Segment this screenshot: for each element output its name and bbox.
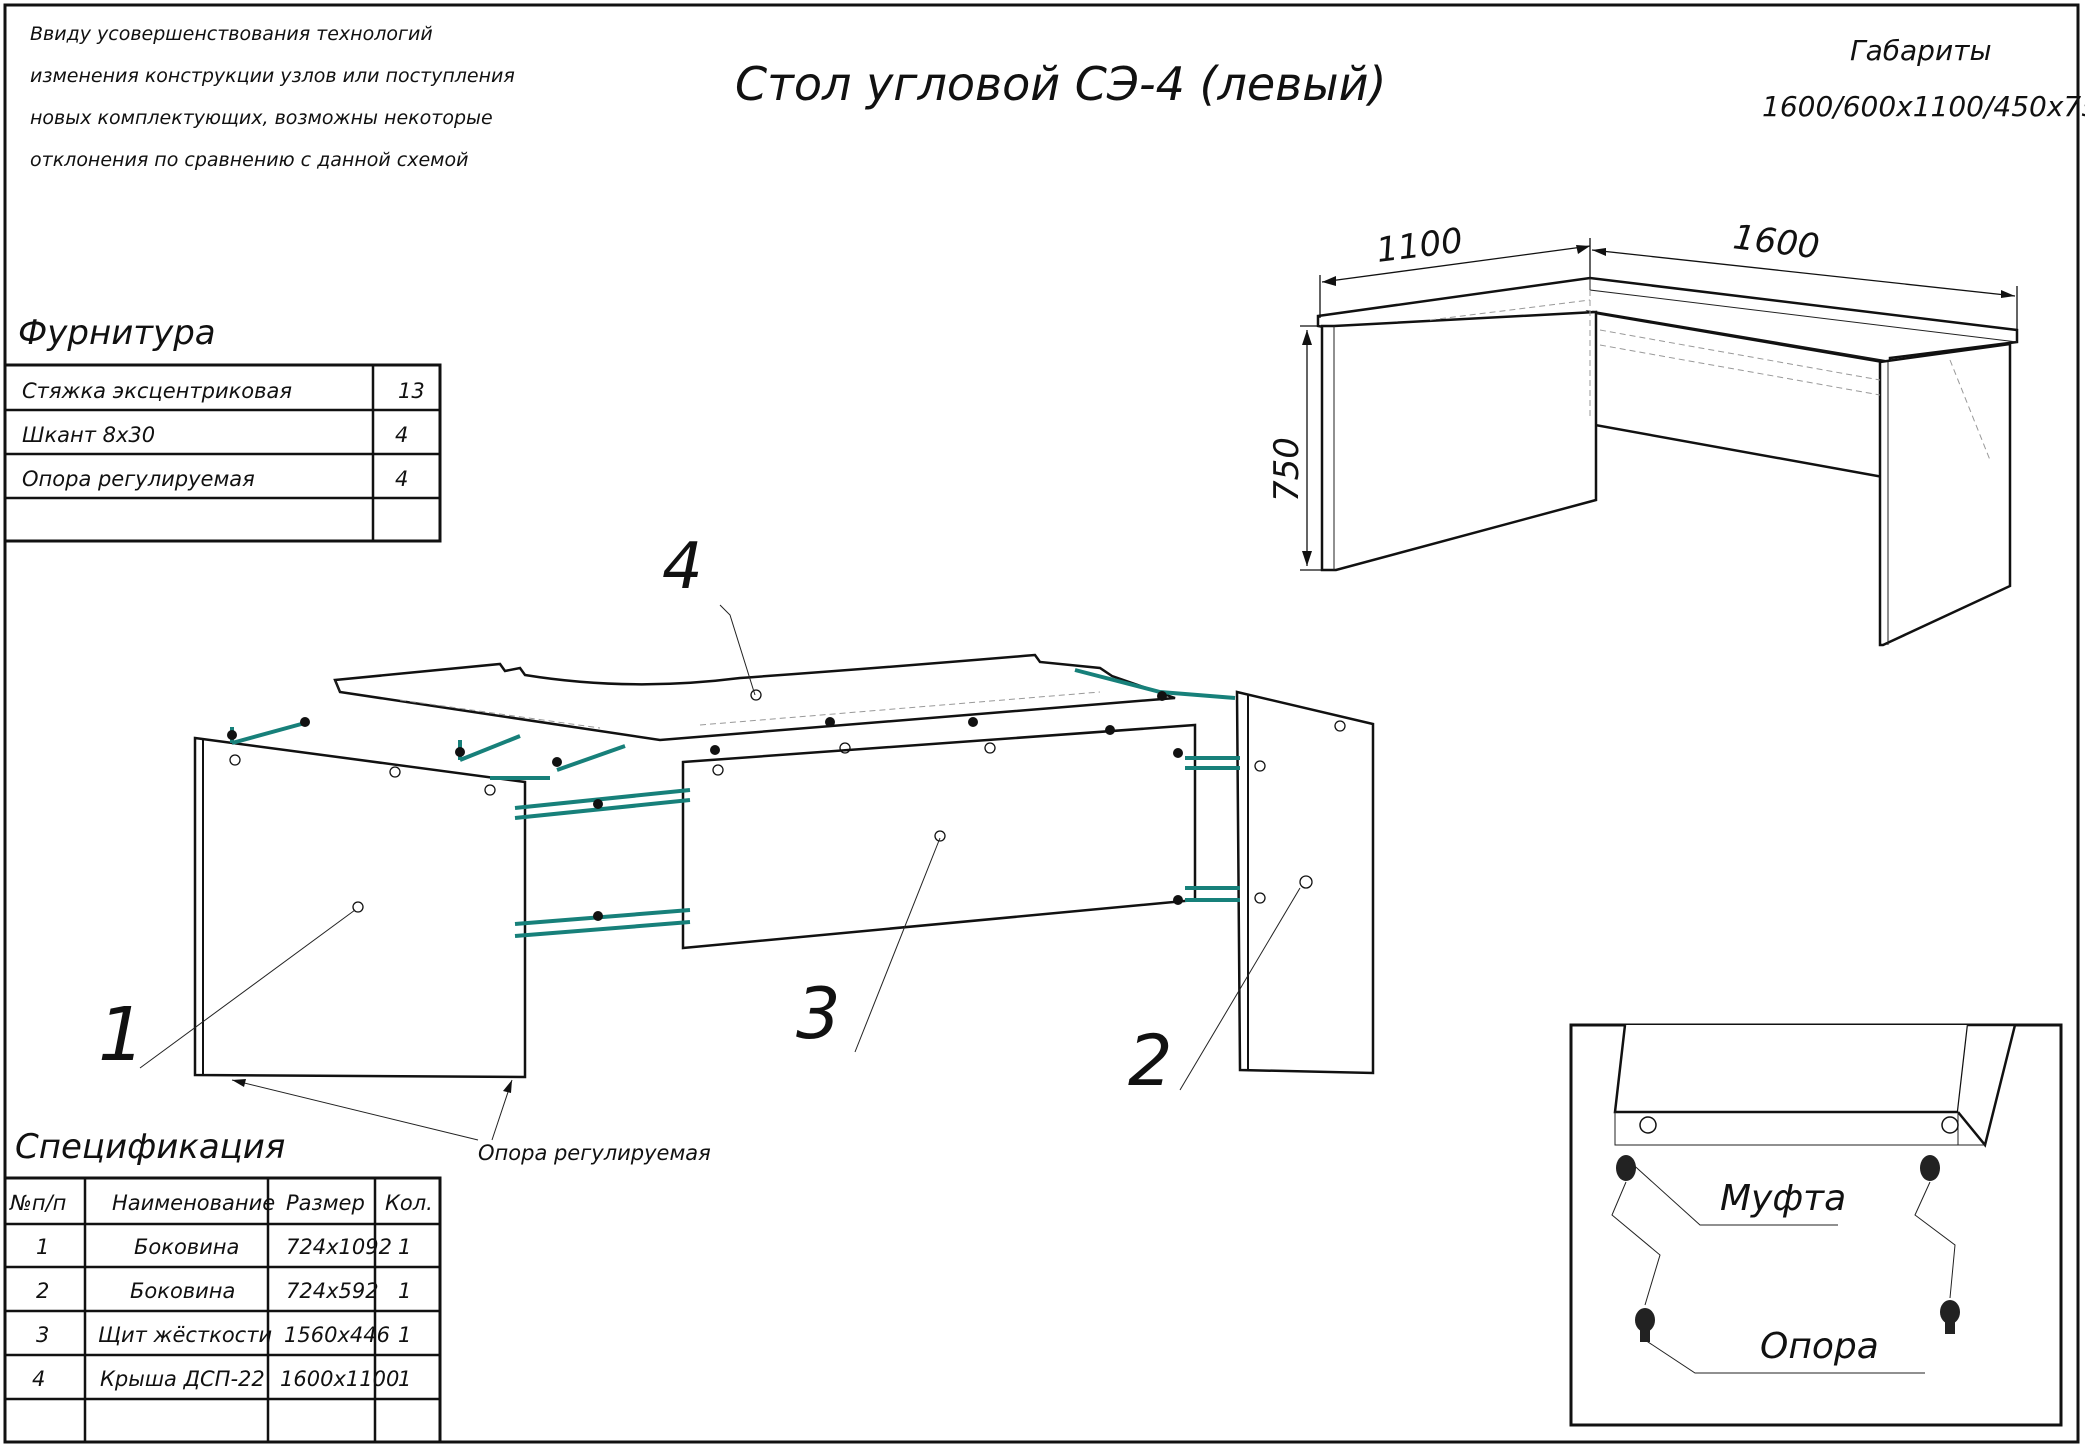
part-3-label: 3 (796, 973, 841, 1055)
spec-row-1-num: 1 (36, 1235, 49, 1259)
furnitura-row-3-name: Опора регулируемая (22, 467, 255, 491)
spec-row-3-num: 3 (36, 1323, 49, 1347)
furnitura-row-3-qty: 4 (395, 467, 408, 491)
assembled-desk-view (1316, 276, 2019, 647)
spec-row-2-name: Боковина (130, 1279, 235, 1303)
drawing-title: Стол угловой СЭ-4 (левый) (735, 57, 1386, 111)
dim-1600-label: 1600 (1731, 217, 1822, 267)
gabarity-value: 1600/600х1100/450х750 (1762, 90, 2085, 123)
part-4-label: 4 (662, 530, 703, 604)
spec-row-3-qty: 1 (398, 1323, 411, 1347)
spec-row-2-num: 2 (36, 1279, 49, 1303)
opora-label: Опора (1760, 1326, 1879, 1367)
opora-regul-label: Опора регулируемая (478, 1141, 711, 1165)
spec-row-2-qty: 1 (398, 1279, 411, 1303)
note-line-2: изменения конструкции узлов или поступле… (30, 65, 515, 87)
spec-row-1-name: Боковина (134, 1235, 239, 1259)
spec-header-num: №п/п (9, 1191, 66, 1215)
furnitura-row-2-name: Шкант 8х30 (22, 423, 155, 447)
spec-row-3-name: Щит жёсткости (98, 1323, 272, 1347)
part-2-label: 2 (1128, 1020, 1173, 1102)
spec-row-1-size: 724х1092 (286, 1235, 392, 1259)
sheet-frame (3, 3, 2080, 1444)
mufta-label: Муфта (1720, 1178, 1846, 1219)
spec-header-name: Наименование (112, 1191, 275, 1215)
exploded-view (193, 653, 1375, 1079)
dim-750-label: 750 (1267, 437, 1307, 502)
furnitura-row-1-name: Стяжка эксцентриковая (22, 379, 292, 403)
note-line-1: Ввиду усовершенствования технологий (30, 23, 433, 45)
furnitura-title: Фурнитура (18, 313, 216, 353)
spec-header-qty: Кол. (385, 1191, 433, 1215)
detail-frame (1569, 1023, 2063, 1427)
furnitura-row-1-qty: 13 (398, 379, 425, 403)
disclaimer-note: Ввиду усовершенствования технологий изме… (30, 23, 515, 171)
dim-1100-label: 1100 (1374, 221, 1465, 271)
spec-row-1-qty: 1 (398, 1235, 411, 1259)
furnitura-table (3, 363, 442, 543)
dimension-lines (1300, 238, 2018, 571)
part-leaders (139, 604, 1301, 1141)
note-line-4: отклонения по сравнению с данной схемой (30, 149, 468, 171)
part-1-label: 1 (98, 992, 145, 1078)
spec-row-4-num: 4 (32, 1367, 45, 1391)
specifikacia-table (3, 1176, 442, 1444)
spec-row-4-qty: 1 (398, 1367, 411, 1391)
specifikacia-title: Спецификация (15, 1127, 285, 1167)
spec-row-3-size: 1560х446 (284, 1323, 390, 1347)
gabarity-label: Габариты (1850, 34, 1992, 67)
note-line-3: новых комплектующих, возможны некоторые (30, 107, 493, 129)
spec-row-4-size: 1600х1100 (280, 1367, 399, 1391)
furnitura-row-2-qty: 4 (395, 423, 408, 447)
spec-row-4-name: Крыша ДСП-22 (100, 1367, 265, 1391)
spec-row-2-size: 724х592 (286, 1279, 379, 1303)
spec-header-size: Размер (286, 1191, 365, 1215)
